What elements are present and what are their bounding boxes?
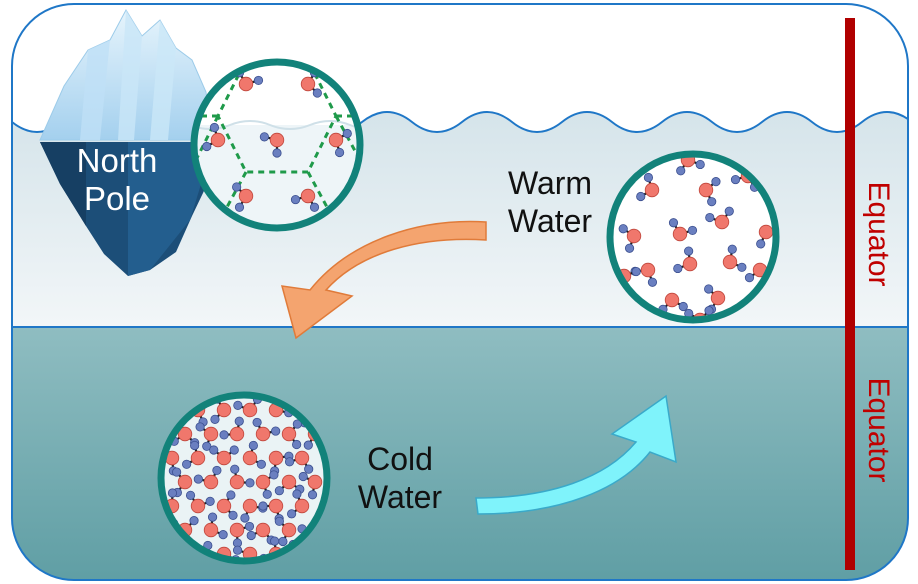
equator-label-bottom: Equator [862,377,895,483]
cold-water-molecules-circle [157,391,331,565]
iceberg-icon [39,8,214,276]
north-pole-label: North Pole [76,142,158,217]
cold-water-flow-arrow [475,394,677,515]
warm-water-flow-arrow [280,220,487,340]
warm-water-label: Warm Water [507,165,593,240]
warm-water-molecules-circle [606,150,780,324]
ice-molecules-circle [190,58,364,232]
diagram-frame [11,3,909,581]
equator-bar [845,18,855,570]
cold-water-label: Cold Water [357,441,443,516]
equator-label-top: Equator [862,181,895,287]
